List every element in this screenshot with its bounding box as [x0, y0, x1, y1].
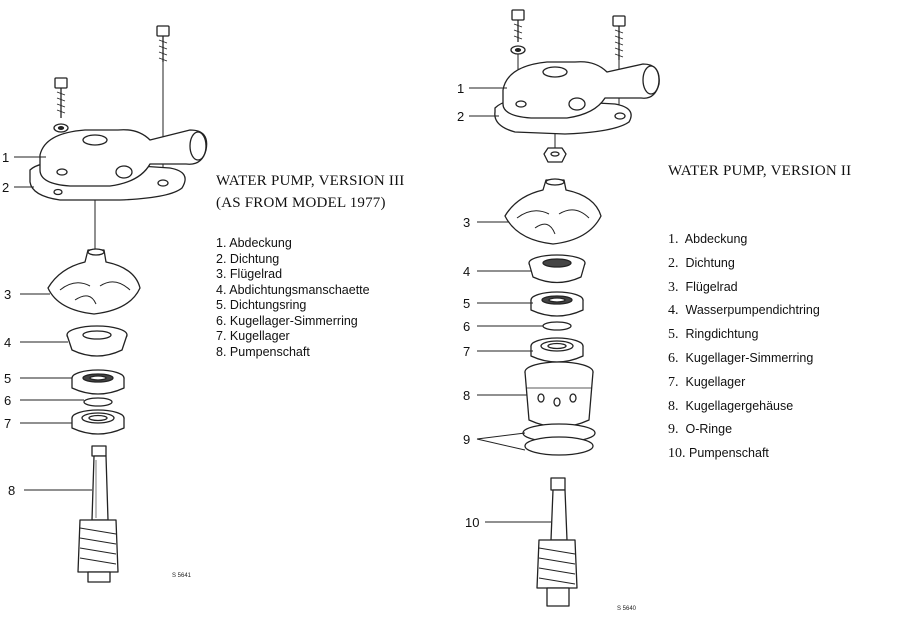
callout-6: 6 — [463, 319, 470, 334]
callout-7: 7 — [4, 416, 11, 431]
pump-drawing-version-2: 1 2 3 4 5 6 7 8 9 10 S 5640 — [457, 9, 660, 612]
figure-ref: S 5640 — [617, 606, 637, 612]
callout-8: 8 — [463, 388, 470, 403]
callout-8: 8 — [8, 483, 15, 498]
pump-seal — [528, 254, 586, 284]
pump-drawing-version-3: 1 2 3 4 5 6 7 8 S 5641 — [2, 25, 208, 583]
list-item: 6. Kugellager-Simmerring — [216, 313, 358, 328]
short-bolt — [53, 77, 69, 133]
title-version-3: WATER PUMP, VERSION III (AS FROM MODEL 1… — [216, 170, 405, 214]
callout-1: 1 — [457, 81, 464, 96]
callout-1: 1 — [2, 150, 9, 165]
list-item: 7. Kugellager — [668, 374, 746, 390]
ring-seal — [530, 291, 584, 317]
parts-list-version-2: 1. Abdeckung 2. Dichtung 3. Flügelrad 4.… — [668, 228, 820, 466]
figure-ref: S 5641 — [172, 573, 192, 579]
callout-5: 5 — [463, 296, 470, 311]
callout-7: 7 — [463, 344, 470, 359]
list-item: 5. Ringdichtung — [668, 327, 759, 343]
callout-3: 3 — [463, 215, 470, 230]
title-line-1: WATER PUMP, VERSION III — [216, 173, 405, 189]
ball-bearing — [71, 409, 125, 435]
pump-shaft — [77, 445, 119, 583]
list-item: 8. Kugellagergehäuse — [668, 398, 794, 414]
list-item: 9. O-Ringe — [668, 422, 733, 438]
callout-9: 9 — [463, 432, 470, 447]
callout-3: 3 — [4, 287, 11, 302]
impeller — [47, 248, 141, 315]
seal-ring — [71, 369, 125, 395]
callout-5: 5 — [4, 371, 11, 386]
pump-shaft — [536, 477, 578, 607]
list-item: 7. Kugellager — [216, 329, 290, 343]
list-item: 3. Flügelrad — [668, 279, 738, 295]
title-version-2: WATER PUMP, VERSION II — [668, 160, 851, 182]
list-item: 5. Dichtungsring — [216, 298, 307, 312]
list-item: 6. Kugellager-Simmerring — [668, 350, 814, 366]
list-item: 1. Abdeckung — [216, 236, 292, 250]
list-item: 2. Dichtung — [216, 251, 280, 266]
parts-list-version-3: 1. Abdeckung 2. Dichtung 3. Flügelrad 4.… — [216, 236, 370, 360]
exploded-view-version-3: 1 2 3 4 5 6 7 8 S 5641 — [0, 0, 220, 620]
list-item: 4. Wasserpumpendichtring — [668, 303, 820, 319]
impeller — [504, 178, 602, 245]
bearing-seal — [542, 321, 572, 331]
list-item: 1. Abdeckung — [668, 232, 748, 247]
callout-2: 2 — [2, 180, 9, 195]
seal-sleeve — [66, 325, 128, 357]
exploded-view-version-2: 1 2 3 4 5 6 7 8 9 10 S 5640 — [455, 0, 665, 620]
title-line-2: (AS FROM MODEL 1977) — [216, 195, 386, 211]
callout-6: 6 — [4, 393, 11, 408]
title-line: WATER PUMP, VERSION II — [668, 163, 852, 179]
ball-bearing — [530, 337, 584, 363]
bearing-seal — [83, 397, 113, 407]
callout-4: 4 — [4, 335, 11, 350]
o-rings — [522, 423, 596, 456]
list-item: 3. Flügelrad — [216, 267, 283, 281]
callout-2: 2 — [457, 109, 464, 124]
short-bolt — [510, 9, 526, 100]
list-item: 2. Dichtung — [668, 255, 735, 271]
callout-10: 10 — [465, 515, 479, 530]
bearing-housing — [524, 361, 594, 428]
list-item: 4. Abdichtungsmanschaette — [216, 282, 370, 297]
list-item: 8. Pumpenschaft — [216, 344, 310, 359]
list-item: 10. Pumpenschaft — [668, 446, 769, 462]
callout-4: 4 — [463, 264, 470, 279]
